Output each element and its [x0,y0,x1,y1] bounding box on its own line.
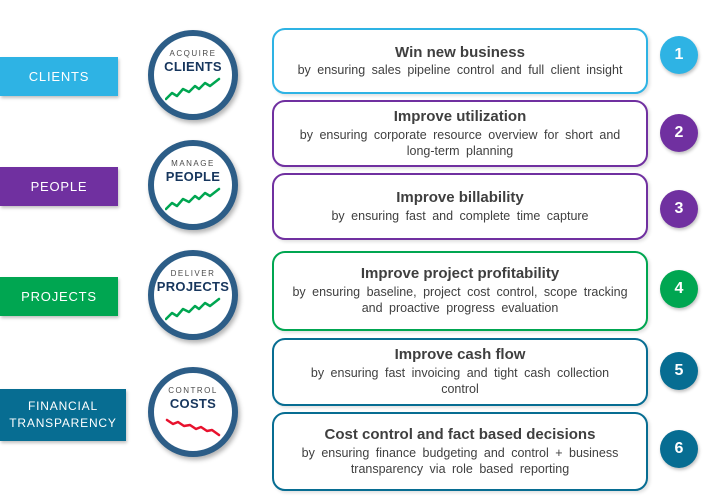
badge-subject-label: COSTS [169,396,217,411]
badge-action-label: CONTROL [168,386,218,395]
step-number-badge-5: 5 [660,352,698,390]
category-bar-financial-transparency: FINANCIAL TRANSPARENCY [0,389,126,441]
step-number: 6 [674,440,684,457]
badge-subject-label: CLIENTS [164,59,222,74]
benefit-title: Win new business [395,43,525,61]
benefit-title: Improve cash flow [394,346,526,364]
benefit-description: by ensuring corporate resource overview … [299,127,621,158]
benefit-description: by ensuring fast invoicing and tight cas… [310,366,610,397]
step-number: 4 [674,280,684,297]
step-number-badge-1: 1 [660,36,698,74]
step-number: 5 [674,362,684,379]
category-label: PEOPLE [30,179,88,194]
trend-down-line [165,418,221,437]
step-number-badge-3: 3 [660,190,698,228]
trend-up-line [165,297,221,321]
step-number: 3 [674,200,684,217]
benefit-box-improve-project-profitability: Improve project profitability by ensurin… [272,251,648,331]
category-bar-clients: CLIENTS [0,57,118,96]
badge-subject-label: PROJECTS [156,279,230,294]
benefit-description: by ensuring fast and complete time captu… [331,208,589,223]
badge-action-label: ACQUIRE [169,49,217,58]
badge-action-label: DELIVER [170,269,216,278]
benefit-box-improve-billability: Improve billability by ensuring fast and… [272,173,648,240]
badge-deliver-projects: DELIVER PROJECTS [148,250,238,340]
benefit-box-cost-control: Cost control and fact based decisions by… [272,412,648,491]
step-number-badge-2: 2 [660,114,698,152]
badge-acquire-clients: ACQUIRE CLIENTS [148,30,238,120]
step-number: 2 [674,124,684,141]
trend-down-chart-icon [165,418,221,437]
step-number: 1 [674,46,684,63]
trend-up-chart-icon [165,187,221,211]
badge-subject-label: PEOPLE [165,169,221,184]
benefit-description: by ensuring sales pipeline control and f… [297,63,623,78]
trend-up-chart-icon [165,77,221,101]
benefit-title: Improve billability [396,189,524,206]
badge-control-costs: CONTROL COSTS [148,367,238,457]
badge-action-label: MANAGE [171,159,215,168]
category-label: CLIENTS [28,69,90,84]
benefit-title: Improve utilization [393,107,527,125]
badge-manage-people: MANAGE PEOPLE [148,140,238,230]
step-number-badge-6: 6 [660,430,698,468]
benefit-box-improve-cash-flow: Improve cash flow by ensuring fast invoi… [272,338,648,406]
benefit-box-improve-utilization: Improve utilization by ensuring corporat… [272,100,648,167]
benefit-description: by ensuring finance budgeting and contro… [301,445,619,476]
category-bar-people: PEOPLE [0,167,118,206]
benefit-box-win-new-business: Win new business by ensuring sales pipel… [272,28,648,94]
trend-up-line [165,77,221,101]
category-label: PROJECTS [21,289,97,304]
trend-up-line [165,187,221,211]
step-number-badge-4: 4 [660,270,698,308]
category-bar-projects: PROJECTS [0,277,118,316]
category-label: FINANCIAL TRANSPARENCY [9,399,117,430]
benefit-description: by ensuring baseline, project cost contr… [292,285,628,316]
benefit-title: Improve project profitability [360,265,560,283]
benefit-title: Cost control and fact based decisions [324,425,596,443]
trend-up-chart-icon [165,297,221,321]
